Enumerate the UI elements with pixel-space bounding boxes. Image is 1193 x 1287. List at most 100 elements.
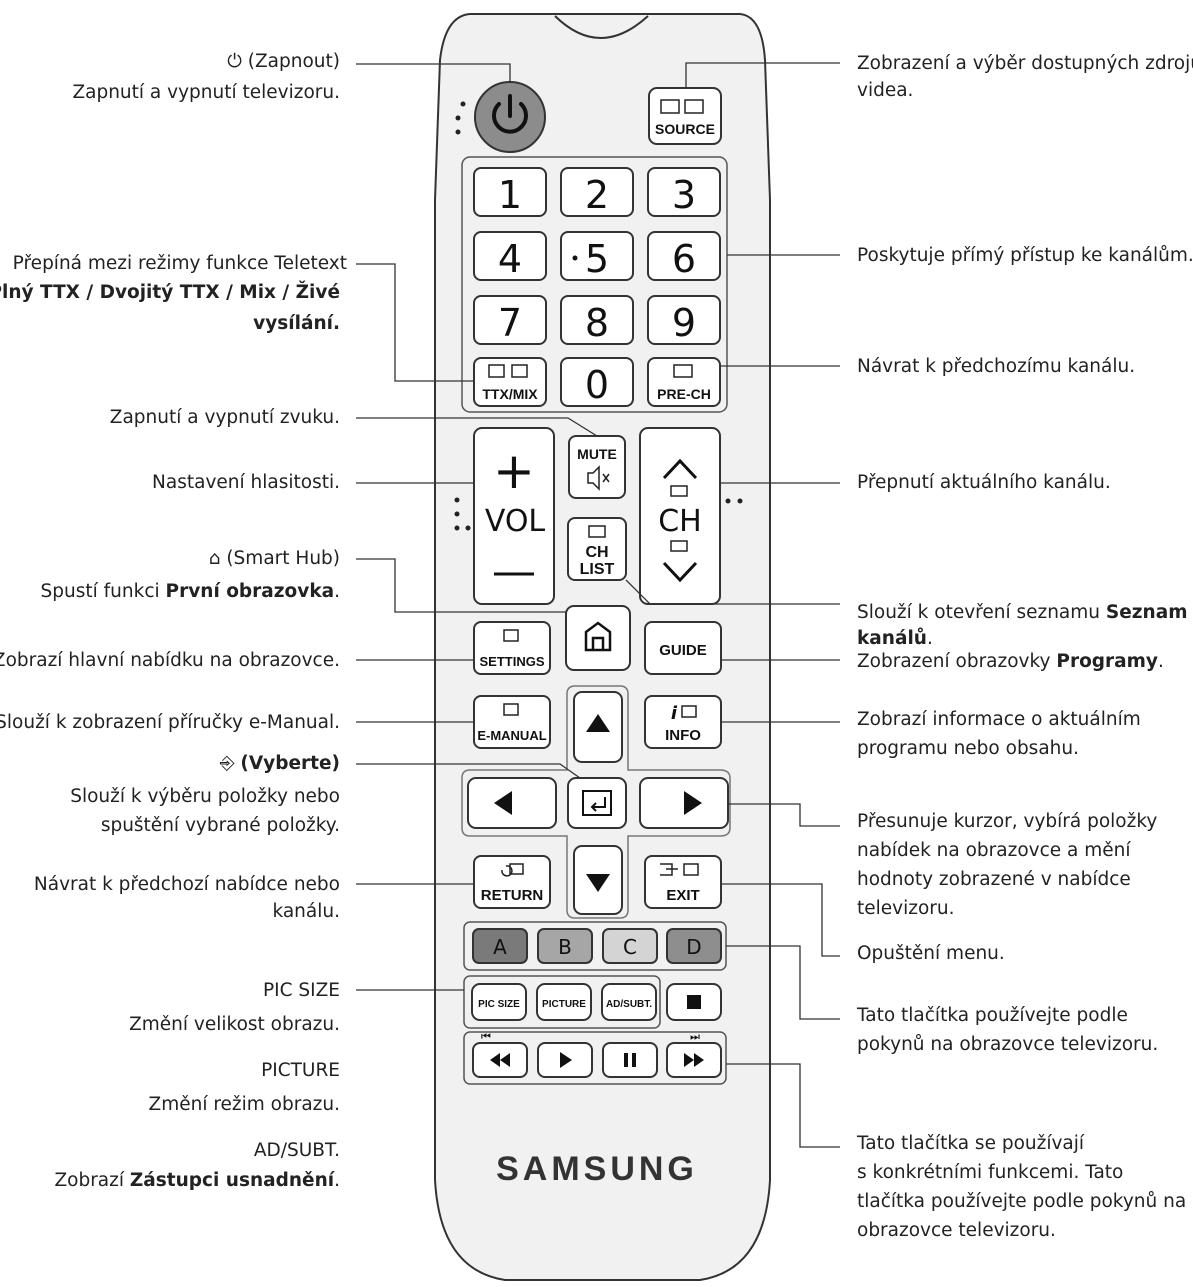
color-a-label: A bbox=[493, 935, 507, 959]
ch-label: CH bbox=[658, 504, 702, 539]
color-description-1: Tato tlačítka používejte podle bbox=[857, 1005, 1128, 1026]
dpad-select-button[interactable] bbox=[567, 777, 627, 829]
color-a-button[interactable]: A bbox=[472, 928, 528, 964]
e-manual-button[interactable]: E-MANUAL bbox=[473, 695, 551, 749]
mute-speaker-icon bbox=[587, 465, 610, 491]
pic-size-title: PIC SIZE bbox=[263, 980, 340, 1001]
mute-button[interactable]: MUTE bbox=[568, 435, 626, 499]
settings-description: Zobrazí hlavní nabídku na obrazovce. bbox=[0, 650, 340, 671]
digit-5-label: 5 bbox=[585, 237, 609, 281]
color-d-button[interactable]: D bbox=[666, 928, 722, 964]
guide-button[interactable]: GUIDE bbox=[644, 621, 722, 675]
ch-list-description-1: Slouží k otevření seznamu Seznam bbox=[857, 602, 1188, 623]
pic-size-label: PIC SIZE bbox=[478, 999, 520, 1010]
digit-6-button[interactable]: 6 bbox=[647, 231, 721, 281]
dpad-down-button[interactable] bbox=[573, 845, 623, 915]
pic-size-button[interactable]: PIC SIZE bbox=[471, 983, 527, 1021]
digit-7-button[interactable]: 7 bbox=[473, 295, 547, 345]
source-label: SOURCE bbox=[655, 121, 715, 137]
info-description-1: Zobrazí informace o aktuálním bbox=[857, 709, 1141, 730]
digit-3-label: 3 bbox=[672, 173, 696, 217]
dpad-left-button[interactable] bbox=[467, 777, 557, 829]
fast-forward-icon bbox=[684, 1053, 704, 1067]
source-icon bbox=[660, 99, 704, 114]
home-icon bbox=[584, 621, 612, 652]
return-button[interactable]: RETURN bbox=[473, 855, 551, 909]
exit-button[interactable]: EXIT bbox=[644, 855, 722, 909]
ch-list-button[interactable]: CH LIST bbox=[567, 517, 627, 581]
stop-button[interactable] bbox=[666, 983, 722, 1021]
picture-button[interactable]: PICTURE bbox=[536, 983, 592, 1021]
color-d-label: D bbox=[686, 935, 701, 959]
volume-rocker[interactable]: + VOL bbox=[473, 427, 555, 605]
digit-8-label: 8 bbox=[585, 301, 609, 345]
e-manual-description: Slouží k zobrazení příručky e-Manual. bbox=[0, 712, 340, 733]
media-description-4: obrazovce televizoru. bbox=[857, 1220, 1056, 1241]
next-track-icon: ⏭ bbox=[690, 1030, 700, 1043]
brand-logo: SAMSUNG bbox=[496, 1150, 698, 1188]
digits-description: Poskytuje přímý přístup ke kanálům. bbox=[857, 245, 1193, 266]
nav-description-1: Přesunuje kurzor, vybírá položky bbox=[857, 811, 1158, 832]
color-b-button[interactable]: B bbox=[537, 928, 593, 964]
exit-screen-icon bbox=[683, 863, 699, 876]
digit-5-button[interactable]: 5 bbox=[560, 231, 634, 281]
channel-up-mini-icon bbox=[670, 485, 688, 497]
ttx-description-3: vysílání. bbox=[253, 313, 340, 334]
power-button[interactable] bbox=[474, 81, 546, 153]
nav-description-4: televizoru. bbox=[857, 898, 955, 919]
volume-up-icon: + bbox=[493, 442, 535, 500]
arrow-left-icon bbox=[494, 791, 512, 815]
ad-subt-label: AD/SUBT. bbox=[606, 999, 652, 1010]
digit-1-label: 1 bbox=[498, 173, 522, 217]
home-button[interactable] bbox=[565, 605, 631, 671]
return-label: RETURN bbox=[481, 887, 544, 904]
channel-down-mini-icon bbox=[670, 540, 688, 552]
digit-2-button[interactable]: 2 bbox=[560, 167, 634, 217]
home-outline-icon: ⌂ bbox=[208, 548, 221, 569]
picture-description: Změní režim obrazu. bbox=[148, 1094, 340, 1115]
previous-track-icon: ⏮ bbox=[481, 1030, 491, 1043]
digit-4-button[interactable]: 4 bbox=[473, 231, 547, 281]
e-manual-label: E-MANUAL bbox=[477, 728, 546, 743]
arrow-right-icon bbox=[684, 791, 702, 815]
source-description-2: videa. bbox=[857, 80, 914, 101]
digit-1-button[interactable]: 1 bbox=[473, 167, 547, 217]
pause-button[interactable] bbox=[602, 1042, 658, 1078]
color-c-button[interactable]: C bbox=[602, 928, 658, 964]
source-button[interactable]: SOURCE bbox=[648, 87, 722, 145]
play-button[interactable] bbox=[537, 1042, 593, 1078]
rewind-button[interactable] bbox=[472, 1042, 528, 1078]
digit-9-button[interactable]: 9 bbox=[647, 295, 721, 345]
fast-forward-button[interactable] bbox=[666, 1042, 722, 1078]
exit-label: EXIT bbox=[666, 887, 699, 904]
guide-label: GUIDE bbox=[659, 642, 707, 659]
ad-subt-button[interactable]: AD/SUBT. bbox=[601, 983, 657, 1021]
info-button[interactable]: i INFO bbox=[644, 695, 722, 749]
info-description-2: programu nebo obsahu. bbox=[857, 738, 1079, 759]
play-icon bbox=[560, 1052, 572, 1068]
power-icon bbox=[492, 94, 528, 134]
guide-description: Zobrazení obrazovky Programy. bbox=[857, 651, 1164, 672]
digit-0-button[interactable]: 0 bbox=[560, 357, 634, 407]
digit-3-button[interactable]: 3 bbox=[647, 167, 721, 217]
dpad-frame bbox=[461, 685, 731, 919]
color-b-label: B bbox=[558, 935, 572, 959]
settings-button[interactable]: SETTINGS bbox=[473, 621, 551, 675]
channel-rocker[interactable]: CH bbox=[639, 427, 721, 605]
pre-ch-label: PRE-CH bbox=[657, 386, 711, 402]
digit-8-button[interactable]: 8 bbox=[560, 295, 634, 345]
source-description-1: Zobrazení a výběr dostupných zdrojů bbox=[857, 53, 1193, 74]
ttx-description-2: Plný TTX / Dvojitý TTX / Mix / Živé bbox=[0, 282, 340, 303]
media-description-2: s konkrétními funkcemi. Tato bbox=[857, 1162, 1124, 1183]
dpad-right-button[interactable] bbox=[639, 777, 729, 829]
tactile-dot-icon bbox=[572, 255, 578, 261]
dpad-up-button[interactable] bbox=[573, 691, 623, 763]
digit-0-label: 0 bbox=[585, 363, 609, 407]
pre-ch-button[interactable]: PRE-CH bbox=[647, 357, 721, 407]
ttx-mix-button[interactable]: TTX/MIX bbox=[473, 357, 547, 407]
exit-description: Opuštění menu. bbox=[857, 943, 1005, 964]
smarthub-description: Spustí funkci První obrazovka. bbox=[40, 581, 340, 602]
digit-4-label: 4 bbox=[498, 237, 522, 281]
